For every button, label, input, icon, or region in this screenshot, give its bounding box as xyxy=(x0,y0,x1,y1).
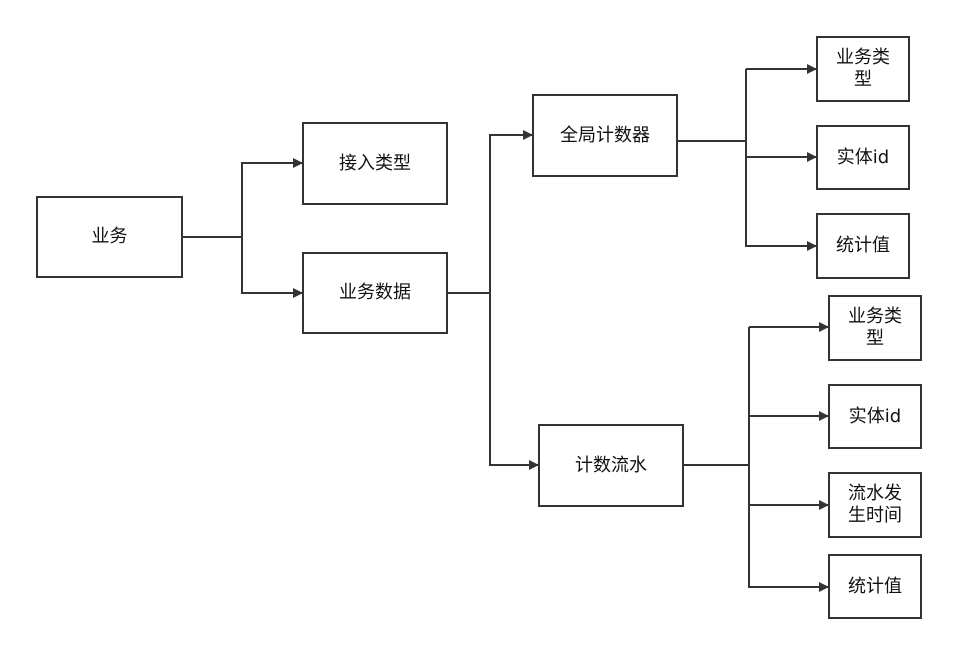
node-label: 实体id xyxy=(848,405,902,427)
edge-business-data-count-flow xyxy=(489,293,539,470)
node-label: 统计值 xyxy=(836,235,890,256)
edge-cf-stat-value xyxy=(748,505,829,592)
node-access-type: 接入类型 xyxy=(302,122,448,205)
node-global-counter: 全局计数器 xyxy=(532,94,678,177)
node-label: 接入类型 xyxy=(339,152,411,174)
node-label: 业务 xyxy=(91,226,128,247)
edge-business-business-data xyxy=(241,237,303,298)
edge-business-access-type xyxy=(182,158,303,238)
edge-gc-stat-value xyxy=(745,157,817,251)
node-cf-biz-type: 业务类型 xyxy=(828,295,922,361)
node-label: 统计值 xyxy=(848,575,902,597)
node-label: 业务类型 xyxy=(836,47,890,90)
node-gc-entity-id: 实体id xyxy=(816,125,910,190)
edge-gc-entity-id xyxy=(745,141,817,162)
node-label: 业务数据 xyxy=(339,282,411,303)
node-count-flow: 计数流水 xyxy=(538,424,684,507)
node-business: 业务 xyxy=(36,196,183,278)
node-gc-stat-value: 统计值 xyxy=(816,213,910,279)
node-cf-stat-value: 统计值 xyxy=(828,554,922,619)
node-cf-flow-time: 流水发生时间 xyxy=(828,472,922,538)
edge-cf-flow-time xyxy=(748,465,829,510)
edge-business-data-global-counter xyxy=(446,130,533,294)
edge-global-counter-trunk xyxy=(677,69,747,142)
node-label: 流水发生时间 xyxy=(848,483,902,526)
node-gc-biz-type: 业务类型 xyxy=(816,36,910,102)
node-cf-entity-id: 实体id xyxy=(828,384,922,449)
node-label: 业务类型 xyxy=(848,306,902,349)
node-label: 计数流水 xyxy=(575,454,647,476)
node-label: 全局计数器 xyxy=(560,124,650,146)
node-label: 实体id xyxy=(836,146,890,168)
node-business-data: 业务数据 xyxy=(302,252,448,334)
